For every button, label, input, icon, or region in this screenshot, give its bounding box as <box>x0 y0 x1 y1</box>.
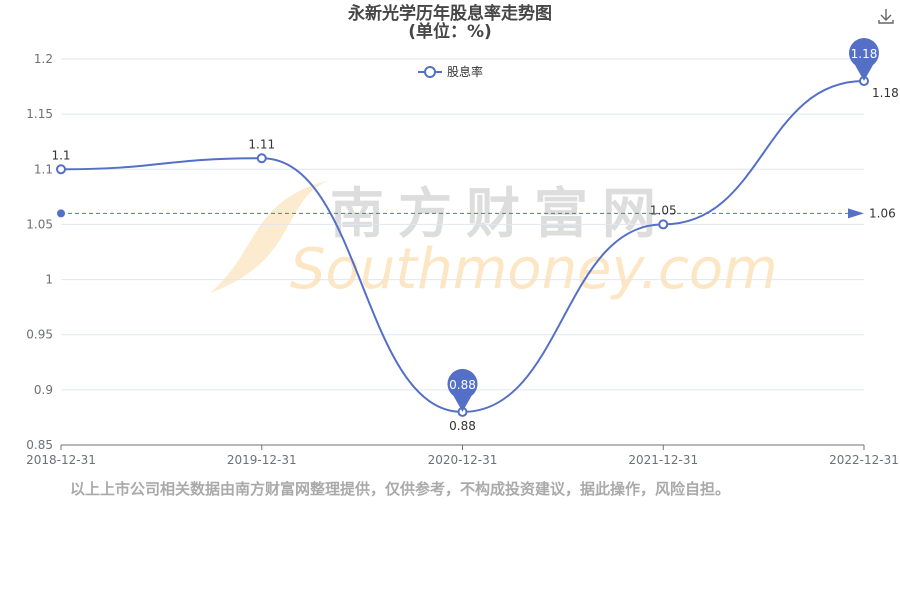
max-pin-label: 1.18 <box>851 47 878 61</box>
legend-label: 股息率 <box>447 64 483 79</box>
y-tick-label: 1.1 <box>34 162 53 176</box>
y-tick-label: 1.05 <box>26 217 53 231</box>
average-arrow <box>848 208 864 219</box>
y-tick-label: 1.2 <box>34 52 53 66</box>
x-tick-label: 2018-12-31 <box>26 453 96 467</box>
chart-title: 永新光学历年股息率走势图 <box>348 4 552 24</box>
average-start-dot <box>57 209 65 218</box>
max-pin <box>849 38 880 82</box>
data-point <box>256 153 267 164</box>
min-pin-label: 0.88 <box>449 378 476 392</box>
y-tick-label: 0.85 <box>26 438 53 452</box>
watermark: 南方财富网 Southmoney.com <box>210 180 778 302</box>
y-tick-label: 1 <box>45 273 53 287</box>
data-label: 1.1 <box>51 148 70 162</box>
y-tick-label: 1.15 <box>26 107 53 121</box>
x-tick-label: 2019-12-31 <box>227 453 297 467</box>
min-pin <box>447 368 478 412</box>
data-label: 1.18 <box>872 86 899 100</box>
x-tick-label: 2022-12-31 <box>829 453 899 467</box>
y-tick-label: 0.9 <box>34 383 53 397</box>
data-label: 1.11 <box>248 137 275 151</box>
download-icon[interactable] <box>877 7 895 25</box>
chart-subtitle: (单位：%) <box>408 22 492 42</box>
svg-text:Southmoney.com: Southmoney.com <box>290 237 778 302</box>
data-label: 0.88 <box>449 419 476 433</box>
legend[interactable]: 股息率 <box>418 64 483 79</box>
average-label: 1.06 <box>869 206 896 220</box>
x-tick-label: 2021-12-31 <box>628 453 698 467</box>
data-label: 1.05 <box>650 203 677 217</box>
x-tick-label: 2020-12-31 <box>428 453 498 467</box>
data-point <box>56 164 66 175</box>
footnote: 以上上市公司相关数据由南方财富网整理提供，仅供参考，不构成投资建议，据此操作，风… <box>70 480 731 498</box>
data-point <box>658 219 669 230</box>
y-tick-label: 0.95 <box>26 328 53 342</box>
svg-text:南方财富网: 南方财富网 <box>330 182 670 245</box>
